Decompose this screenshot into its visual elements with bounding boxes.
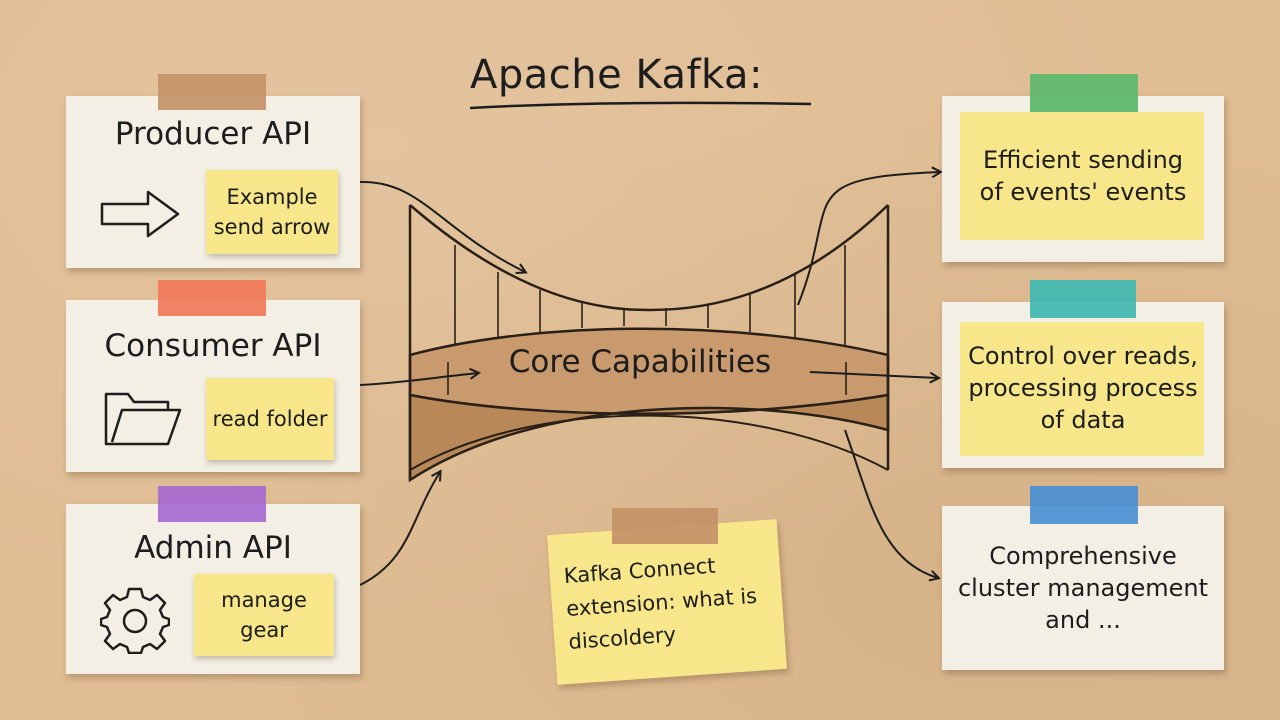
- folder-icon: [104, 392, 182, 446]
- note-line: manage gear: [221, 588, 307, 642]
- tape-kafka-connect: [612, 508, 718, 544]
- arrow-consumer-to-core: [359, 373, 478, 386]
- card-title: Consumer API: [104, 328, 322, 364]
- capability-text: Efficient sending of events' events: [952, 144, 1214, 208]
- tape-management: [1030, 486, 1138, 524]
- capability-line: cluster management: [957, 574, 1209, 602]
- arrow-admin-to-core: [359, 472, 440, 586]
- tape-reads: [1030, 280, 1136, 318]
- management-capability-card: Comprehensive cluster management and ...: [942, 506, 1224, 670]
- tape-sending: [1030, 74, 1138, 112]
- capability-text: Comprehensive cluster management and ...: [952, 540, 1214, 636]
- consumer-sticky-note: read folder: [206, 378, 334, 460]
- tape-consumer: [158, 280, 266, 316]
- card-title: Producer API: [114, 116, 312, 152]
- diagram-title: Apache Kafka:: [470, 52, 764, 98]
- producer-sticky-note: Example send arrow: [206, 170, 338, 254]
- capability-line: Comprehensive: [989, 542, 1177, 570]
- connector-arrows: [359, 172, 940, 586]
- sending-capability-card: Efficient sending of events' events: [942, 96, 1224, 262]
- capability-text: Control over reads, processing process o…: [952, 340, 1214, 436]
- admin-sticky-note: manage gear: [194, 574, 334, 656]
- arrow-core-to-reads: [809, 371, 938, 378]
- capability-line: of events' events: [979, 178, 1187, 206]
- capability-line: of data: [1040, 406, 1126, 434]
- capability-line: and ...: [1045, 606, 1121, 634]
- card-title: Admin API: [134, 530, 292, 566]
- title-underline: [469, 101, 812, 110]
- bridge-illustration: [408, 204, 890, 483]
- capability-line: processing process: [968, 374, 1198, 402]
- arrow-right-icon: [100, 190, 180, 238]
- capability-sticky-note: [960, 322, 1204, 456]
- tape-admin: [158, 486, 266, 522]
- arrow-producer-to-core: [359, 180, 525, 272]
- note-line: send arrow: [213, 215, 331, 239]
- core-capabilities-label: Core Capabilities: [508, 344, 772, 380]
- kafka-connect-sticky-note: Kafka Connect extension: what is discold…: [547, 519, 787, 685]
- reads-capability-card: Control over reads, processing process o…: [942, 302, 1224, 468]
- note-line: Example: [226, 185, 318, 209]
- arrow-core-to-management: [844, 429, 938, 578]
- gear-icon: [100, 587, 170, 654]
- capability-line: Efficient sending: [982, 146, 1184, 174]
- arrow-core-to-sending: [797, 172, 940, 306]
- capability-sticky-note: [960, 112, 1204, 240]
- note-line: read folder: [212, 407, 328, 431]
- tape-producer: [158, 74, 266, 110]
- capability-line: Control over reads,: [968, 342, 1198, 370]
